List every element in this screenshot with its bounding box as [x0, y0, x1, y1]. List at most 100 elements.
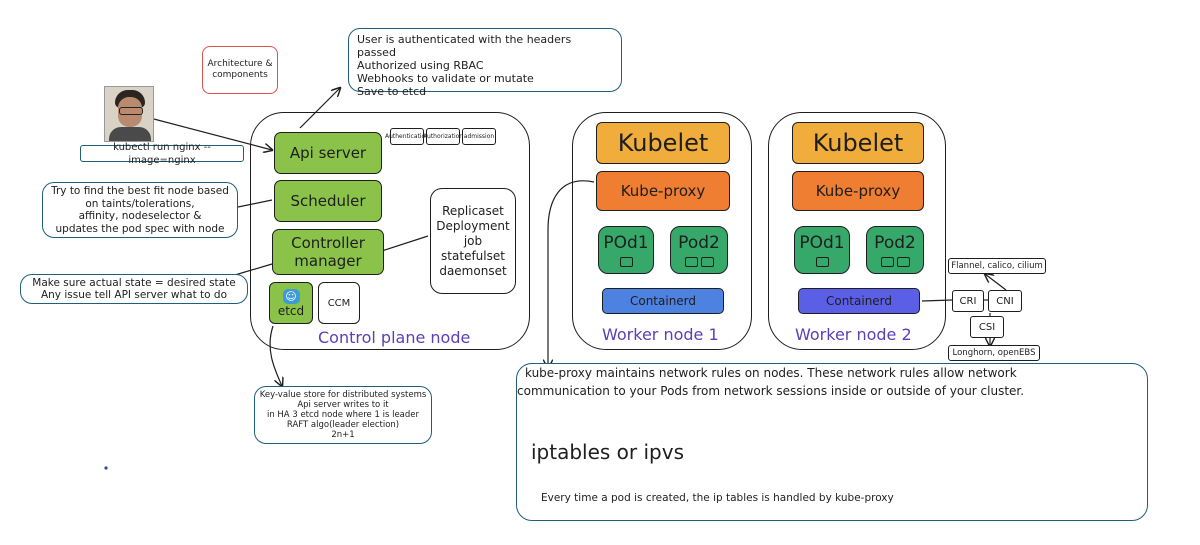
- controller-manager-note: Make sure actual state = desired state A…: [20, 274, 248, 304]
- scheduler-note-line: updates the pod spec with node: [55, 222, 225, 235]
- worker1-containerd-label: Containerd: [629, 294, 697, 308]
- worker2-kubelet-label: Kubelet: [812, 129, 904, 157]
- controller-item: job: [463, 233, 483, 248]
- kube-proxy-note-line1: kube-proxy maintains network rules on no…: [525, 366, 1017, 380]
- scheduler-label: Scheduler: [290, 192, 366, 210]
- kube-proxy-note-detail: Every time a pod is created, the ip tabl…: [541, 492, 894, 504]
- container-icon: [880, 257, 894, 267]
- etcd-icon: ☺: [282, 288, 300, 304]
- plugin-admission-label: admission: [463, 133, 495, 140]
- etcd-note-line: RAFT algo(leader election): [286, 420, 400, 430]
- kubectl-command-text: kubectl run nginx --image=nginx: [113, 141, 211, 166]
- kube-proxy-note: kube-proxy maintains network rules on no…: [516, 363, 1148, 521]
- ccm-label: CCM: [327, 297, 351, 309]
- plugin-authorization-label: Authorization: [422, 133, 464, 140]
- worker2-pod2-label: Pod2: [874, 233, 916, 253]
- worker1-containerd: Containerd: [602, 288, 724, 314]
- kube-proxy-note-heading: iptables or ipvs: [531, 440, 685, 464]
- cni-label: CNI: [996, 295, 1014, 307]
- etcd-box: ☺ etcd: [269, 282, 313, 324]
- csi-label: CSI: [978, 321, 996, 333]
- worker2-containerd: Containerd: [798, 288, 920, 314]
- worker2-kubelet: Kubelet: [792, 122, 924, 164]
- controller-item: daemonset: [439, 263, 507, 278]
- etcd-note-line: Api server writes to it: [297, 400, 389, 410]
- scheduler-note-line: affinity, nodeselector &: [78, 210, 202, 222]
- worker1-pod2-containers: [684, 257, 714, 267]
- controller-manager-note-line: Make sure actual state = desired state: [32, 276, 236, 289]
- worker2-kube-proxy-label: Kube-proxy: [815, 182, 901, 200]
- scheduler-note-line: on taints/tolerations,: [85, 197, 195, 210]
- cri-box: CRI: [952, 290, 984, 312]
- avatar-body: [109, 127, 151, 141]
- controller-item: Replicaset: [442, 203, 504, 218]
- worker2-label: Worker node 2: [795, 325, 912, 344]
- controller-manager-label-line1: Controller: [291, 234, 365, 252]
- cni-note-text: Flannel, calico, cilium: [951, 261, 1043, 271]
- csi-note-text: Longhorn, openEBS: [952, 348, 1036, 358]
- stray-dot: [104, 466, 108, 470]
- controllers-box: Replicaset Deployment job statefulset da…: [430, 188, 516, 294]
- auth-note: User is authenticated with the headers p…: [348, 28, 622, 98]
- controller-manager-label-line2: manager: [294, 252, 362, 270]
- etcd-note-line: in HA 3 etcd node where 1 is leader: [266, 410, 420, 420]
- cni-to-note-arrow: [985, 274, 1007, 291]
- controller-item: Deployment: [436, 218, 510, 233]
- csi-box: CSI: [970, 316, 1004, 338]
- scheduler-note-link: [237, 199, 273, 208]
- worker1-kubelet: Kubelet: [596, 122, 730, 164]
- worker1-pod1: POd1: [598, 226, 654, 274]
- architecture-note: Architecture & components: [202, 46, 278, 94]
- control-plane-label: Control plane node: [318, 328, 471, 347]
- container-icon: [700, 257, 714, 267]
- worker2-pod2: Pod2: [866, 226, 924, 274]
- worker1-pod1-containers: [619, 257, 633, 267]
- cni-box: CNI: [988, 290, 1022, 312]
- etcd-note: Key-value store for distributed systems …: [254, 386, 432, 444]
- plugin-authentication-label: Authentication: [384, 133, 430, 140]
- etcd-label: etcd: [277, 303, 305, 318]
- plugin-authorization: Authorization: [422, 128, 464, 145]
- avatar-face: [118, 97, 142, 127]
- container-icon: [619, 257, 633, 267]
- auth-note-line: Authorized using RBAC: [357, 59, 484, 72]
- auth-note-line: Save to etcd: [357, 85, 427, 98]
- avatar-glasses: [119, 107, 143, 115]
- ccm-box: CCM: [318, 282, 360, 324]
- controller-manager-box: Controller manager: [272, 229, 384, 275]
- worker2-containerd-label: Containerd: [825, 294, 893, 308]
- worker1-label: Worker node 1: [602, 325, 719, 344]
- controller-item: statefulset: [441, 248, 505, 263]
- worker2-pod2-containers: [880, 257, 910, 267]
- worker2-kube-proxy: Kube-proxy: [792, 171, 924, 211]
- scheduler-note-line: Try to find the best fit node based: [51, 185, 229, 197]
- avatar: [104, 86, 154, 142]
- auth-note-line: User is authenticated with the headers p…: [357, 33, 572, 59]
- kubectl-command: kubectl run nginx --image=nginx: [80, 142, 244, 166]
- auth-note-line: Webhooks to validate or mutate: [357, 72, 534, 85]
- worker1-kube-proxy: Kube-proxy: [596, 171, 730, 211]
- kubeproxy-to-note-arrow: [548, 180, 595, 368]
- worker-node-2: [768, 112, 946, 350]
- plugin-admission: admission: [462, 128, 496, 145]
- worker1-pod2-label: Pod2: [678, 233, 720, 253]
- worker2-pod1-containers: [815, 257, 829, 267]
- cri-to-containerd-link: [921, 299, 953, 302]
- cni-note: Flannel, calico, cilium: [948, 258, 1046, 274]
- container-icon: [684, 257, 698, 267]
- api-to-auth-note-arrow: [299, 88, 340, 129]
- api-server-box: Api server: [274, 132, 382, 174]
- architecture-note-text: Architecture & components: [207, 59, 273, 80]
- controller-manager-note-line: Any issue tell API server what to do: [40, 289, 228, 301]
- worker2-pod1-label: POd1: [799, 233, 845, 253]
- etcd-note-line: 2n+1: [331, 430, 355, 440]
- worker1-pod1-label: POd1: [603, 233, 649, 253]
- worker1-pod2: Pod2: [670, 226, 728, 274]
- api-server-label: Api server: [289, 144, 367, 162]
- worker2-pod1: POd1: [794, 226, 850, 274]
- cri-label: CRI: [959, 295, 977, 307]
- scheduler-box: Scheduler: [274, 180, 382, 222]
- etcd-note-line: Key-value store for distributed systems: [259, 390, 427, 400]
- worker1-kube-proxy-label: Kube-proxy: [620, 182, 706, 200]
- kube-proxy-note-line2: communication to your Pods from network …: [517, 384, 1025, 398]
